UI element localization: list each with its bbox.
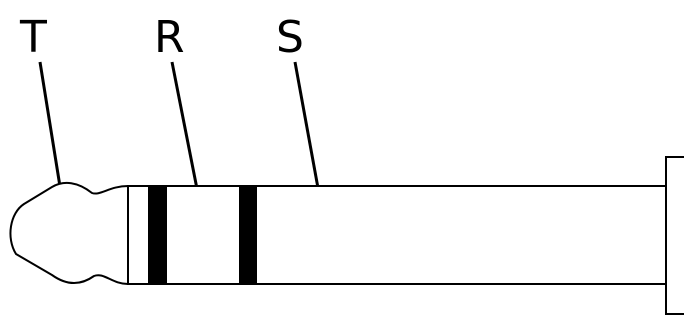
sleeve-leader-line	[293, 61, 322, 200]
tip-leader-line	[38, 61, 64, 200]
insulator-band-ring-sleeve	[239, 185, 257, 285]
ring-label: R	[154, 12, 185, 63]
plug-tip-neck	[127, 185, 150, 285]
plug-ring	[165, 185, 241, 285]
plug-housing	[665, 156, 684, 315]
tip-label: T	[19, 12, 47, 63]
plug-tip	[9, 181, 129, 285]
plug-sleeve	[255, 185, 667, 285]
sleeve-label: S	[276, 12, 304, 63]
ring-leader-line	[170, 61, 201, 200]
insulator-band-tip-ring	[148, 185, 167, 285]
